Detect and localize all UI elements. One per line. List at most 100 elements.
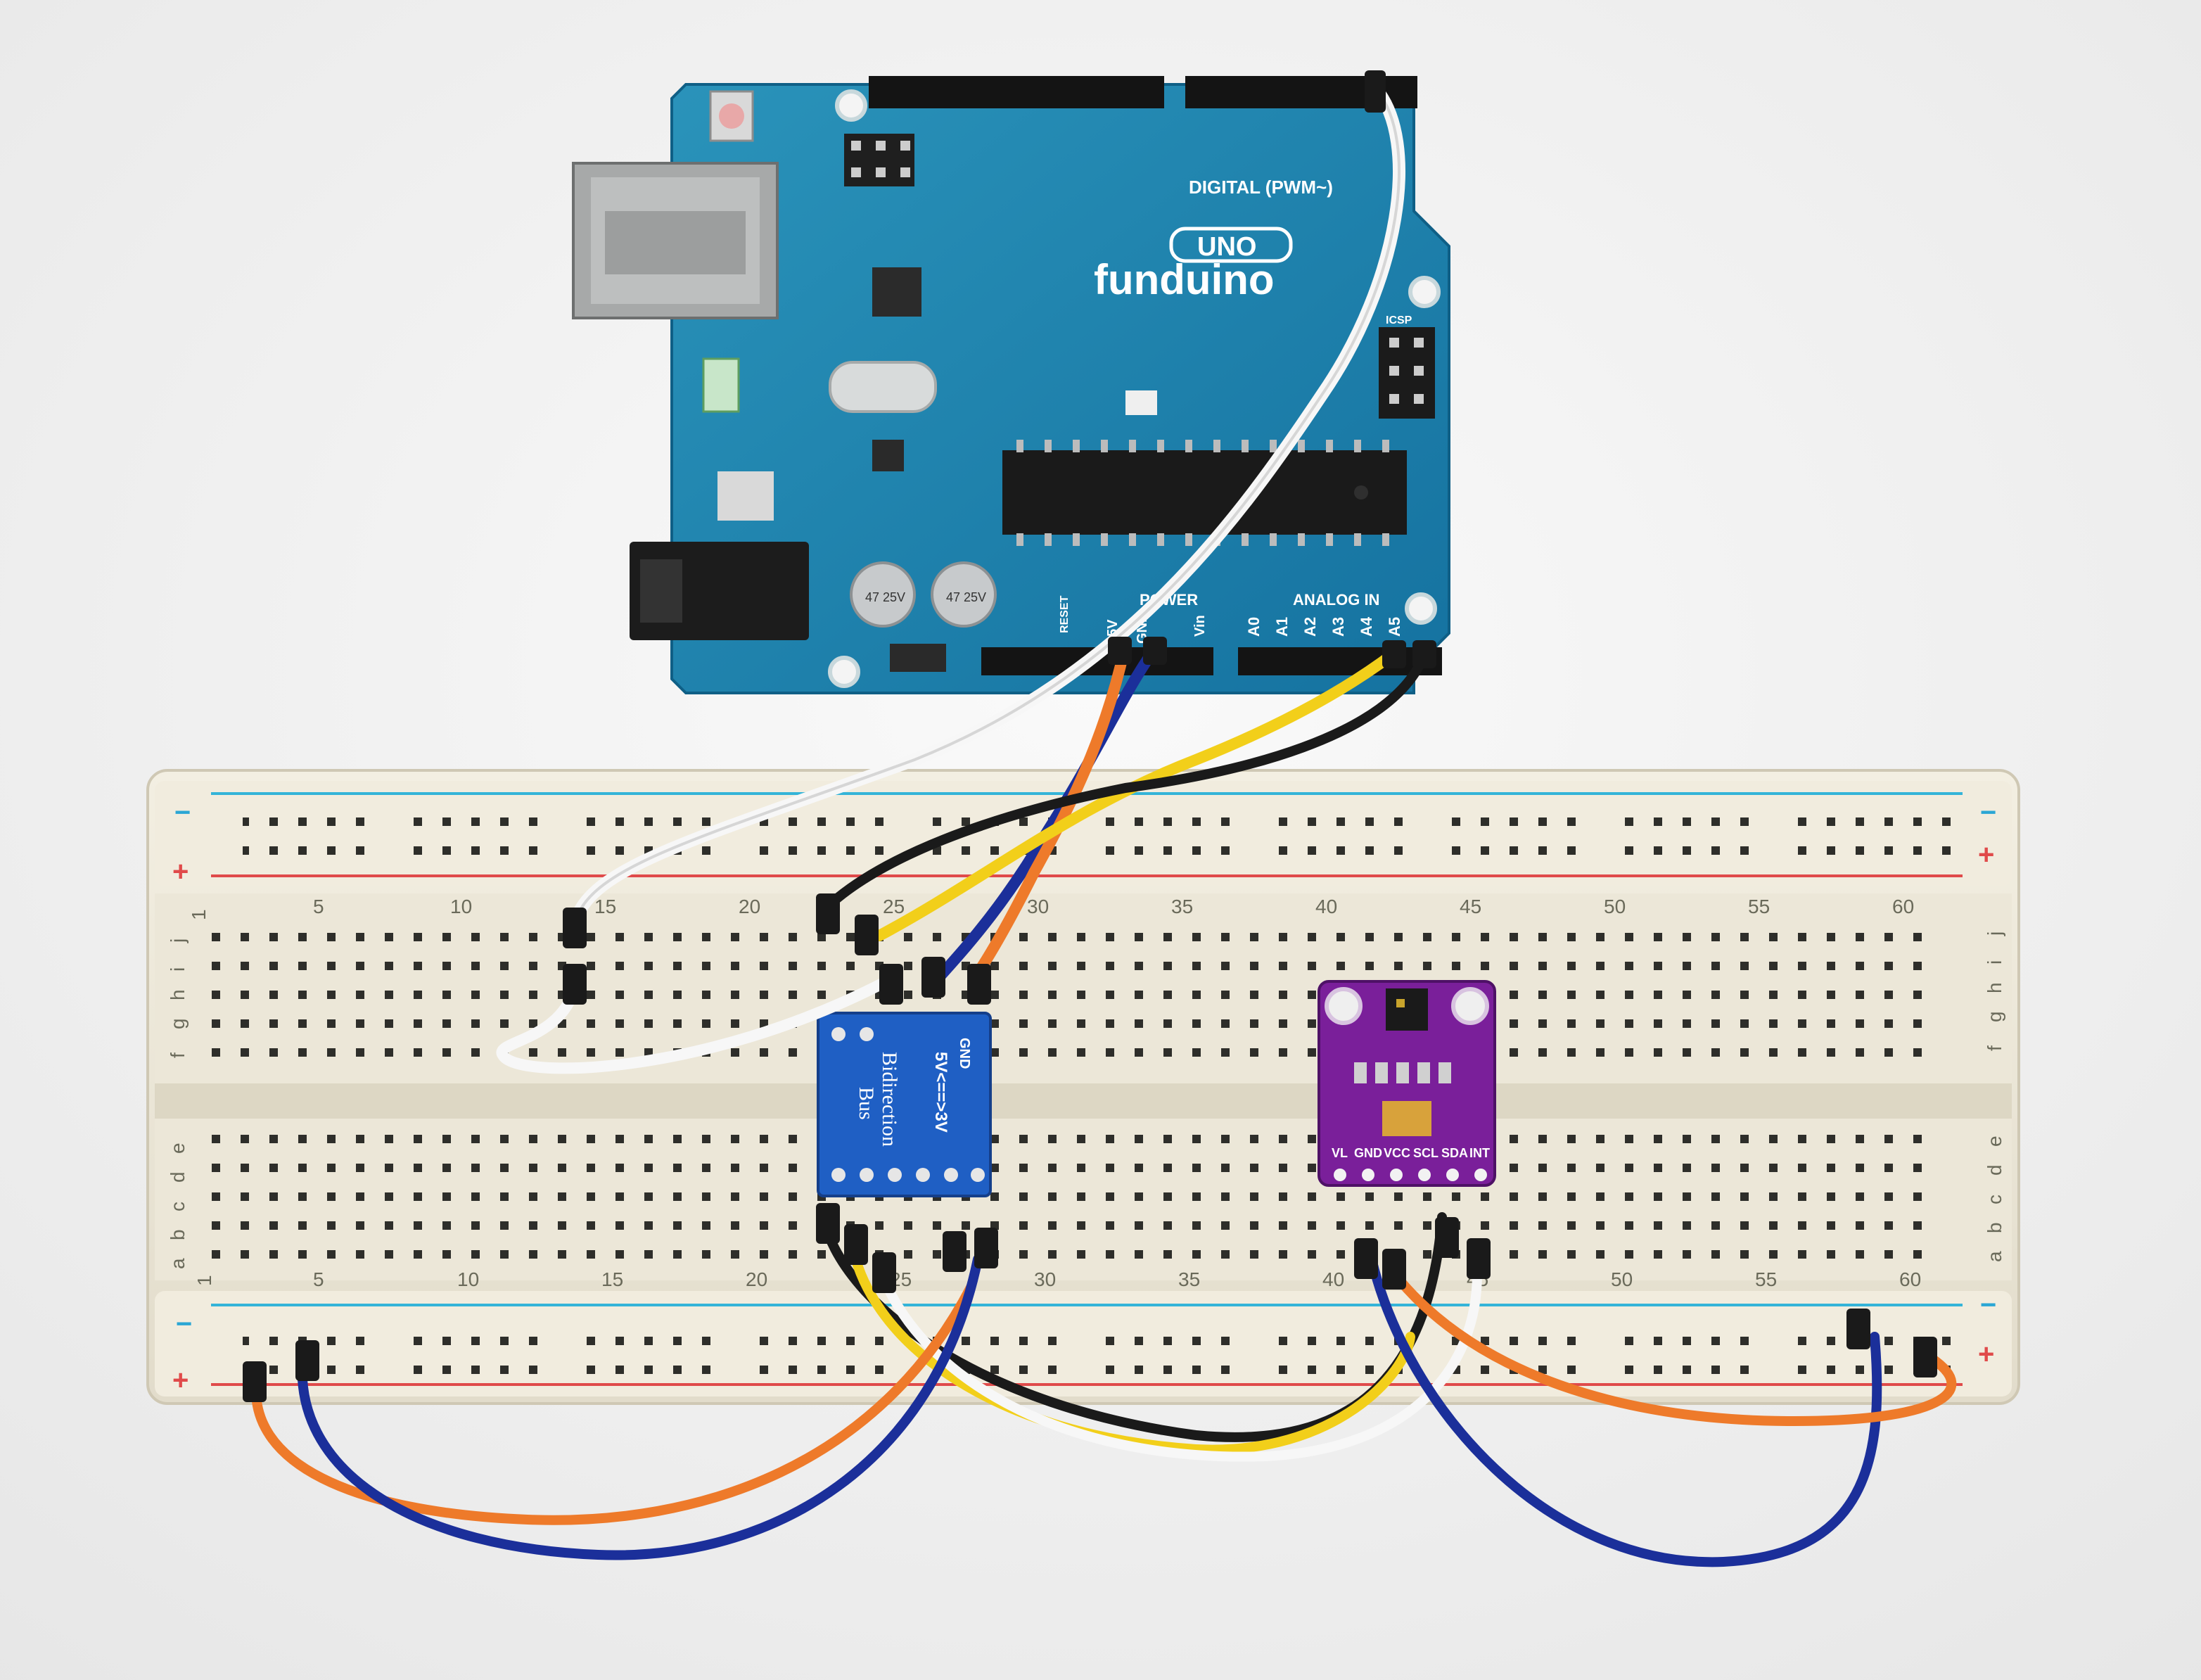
uno-logo-frame <box>1169 227 1293 263</box>
row-letter: h <box>1984 982 2005 993</box>
row-letter: h <box>167 989 189 1000</box>
mounting-hole <box>1405 592 1437 625</box>
pin-housing <box>943 1231 966 1272</box>
row-letter: f <box>1984 1045 2005 1051</box>
black-wire <box>822 649 1429 912</box>
digital-header-label: DIGITAL (PWM~) <box>1189 177 1333 198</box>
column-numbers-top: 1 5 10 15 20 25 30 35 40 45 50 55 60 <box>188 896 1914 920</box>
sensor-pin-sda: SDA <box>1441 1146 1468 1160</box>
bottom-rail-plus-right: + <box>1978 1339 1994 1370</box>
bottom-rail-plus-left: + <box>172 1365 189 1396</box>
col-number: 50 <box>1611 1268 1633 1290</box>
blue-wire <box>1367 1254 1882 1567</box>
mounting-hole <box>1408 276 1441 308</box>
row-letter: d <box>1984 1164 2005 1176</box>
row-letter: i <box>1984 960 2005 965</box>
icsp-header <box>1379 327 1435 419</box>
pin-a1-label: A1 <box>1273 617 1291 637</box>
pin-housing <box>872 1252 896 1293</box>
pin-housing <box>1108 637 1132 665</box>
blue-wire <box>297 1254 983 1560</box>
pin-a2-label: A2 <box>1301 617 1319 637</box>
pin-a4-label: A4 <box>1358 616 1375 637</box>
row-letter: g <box>167 1018 189 1029</box>
col-number: 15 <box>601 1268 623 1290</box>
col-number: 55 <box>1755 1268 1777 1290</box>
brand-logo: funduino <box>1094 256 1275 303</box>
col-number: 55 <box>1748 896 1770 917</box>
capacitor-label: 47 25V <box>946 590 986 604</box>
pin-housing <box>1382 640 1406 668</box>
shifter-voltage-label: 5V<==>3V <box>931 1052 950 1133</box>
analog-label: ANALOG IN <box>1293 591 1379 609</box>
pin-housing <box>974 1228 998 1268</box>
gesture-sensor-module: VL GND VCC SCL SDA INT <box>1318 980 1496 1187</box>
uno-logo: UNO <box>1197 232 1256 262</box>
pin-housing <box>816 893 840 934</box>
pin-housing <box>1382 1249 1406 1290</box>
pin-housing <box>563 908 587 948</box>
pin-vin-label: Vin <box>1192 615 1208 637</box>
atmega-microcontroller <box>1002 440 1407 546</box>
row-letter: d <box>167 1171 189 1183</box>
row-letter: e <box>1984 1135 2005 1147</box>
pin-housing <box>879 964 903 1005</box>
pin-housing <box>1913 1337 1937 1377</box>
col-number: 1 <box>188 909 210 920</box>
row-letter: a <box>167 1258 189 1269</box>
orange-wire <box>250 1283 976 1525</box>
mounting-hole <box>835 89 867 122</box>
col-number: 30 <box>1027 896 1049 917</box>
pin-housing <box>1143 637 1167 665</box>
top-rail-minus-left: − <box>174 797 191 828</box>
capacitor-label: 47 25V <box>865 590 905 604</box>
top-rail-plus-left: + <box>172 856 189 887</box>
pin-housing <box>921 957 945 998</box>
row-letter: a <box>1984 1251 2005 1262</box>
pin-housing <box>844 1224 868 1265</box>
icsp-label: ICSP <box>1386 314 1412 326</box>
sensor-capacitor <box>1382 1101 1431 1136</box>
row-letter: b <box>167 1229 189 1240</box>
sensor-mount-hole <box>1451 987 1489 1025</box>
row-letter: c <box>167 1202 189 1211</box>
yellow-wire <box>846 1233 1415 1455</box>
arduino-uno-board: DIGITAL (PWM~) UNO funduino ICSP <box>572 76 1450 694</box>
row-letters-left: j i h g f e d c b a <box>167 938 189 1269</box>
col-number: 35 <box>1178 1268 1200 1290</box>
col-number: 25 <box>883 896 905 917</box>
reset-button[interactable] <box>709 90 754 142</box>
capacitor: 47 25V <box>931 561 997 628</box>
usb-interface-chip <box>872 267 921 317</box>
pin-housing <box>1412 640 1436 668</box>
jumper-wires <box>250 82 1957 1567</box>
bottom-rail-minus-right: − <box>1980 1290 1996 1321</box>
crystal-oscillator <box>829 361 937 413</box>
sensor-pin-gnd: GND <box>1354 1146 1382 1160</box>
pin-housing <box>967 964 991 1005</box>
pin-housing <box>1365 70 1386 113</box>
shifter-title: Bidirection <box>878 1052 901 1147</box>
pin-housing <box>1354 1238 1378 1279</box>
row-letter: c <box>1984 1195 2005 1204</box>
col-number: 1 <box>193 1275 215 1286</box>
pin-housing <box>855 915 879 955</box>
pin-a3-label: A3 <box>1329 617 1347 637</box>
icsp-header-usb <box>844 134 914 186</box>
jumper-pin-headers <box>243 70 1937 1402</box>
col-number: 15 <box>594 896 616 917</box>
col-number: 60 <box>1892 896 1914 917</box>
pin-housing <box>1435 1217 1459 1258</box>
sensor-pin-scl: SCL <box>1413 1146 1438 1160</box>
pin-housing <box>816 1203 840 1244</box>
row-letter: g <box>1984 1011 2005 1022</box>
col-number: 60 <box>1899 1268 1921 1290</box>
col-number: 5 <box>313 1268 324 1290</box>
orange-wire <box>969 645 1130 984</box>
bottom-rail-minus-left: − <box>176 1309 192 1339</box>
sensor-ic <box>1386 988 1428 1031</box>
col-number: 50 <box>1604 896 1626 917</box>
sensor-pin-int: INT <box>1469 1146 1490 1160</box>
shifter-gnd-label: GND <box>957 1038 972 1069</box>
